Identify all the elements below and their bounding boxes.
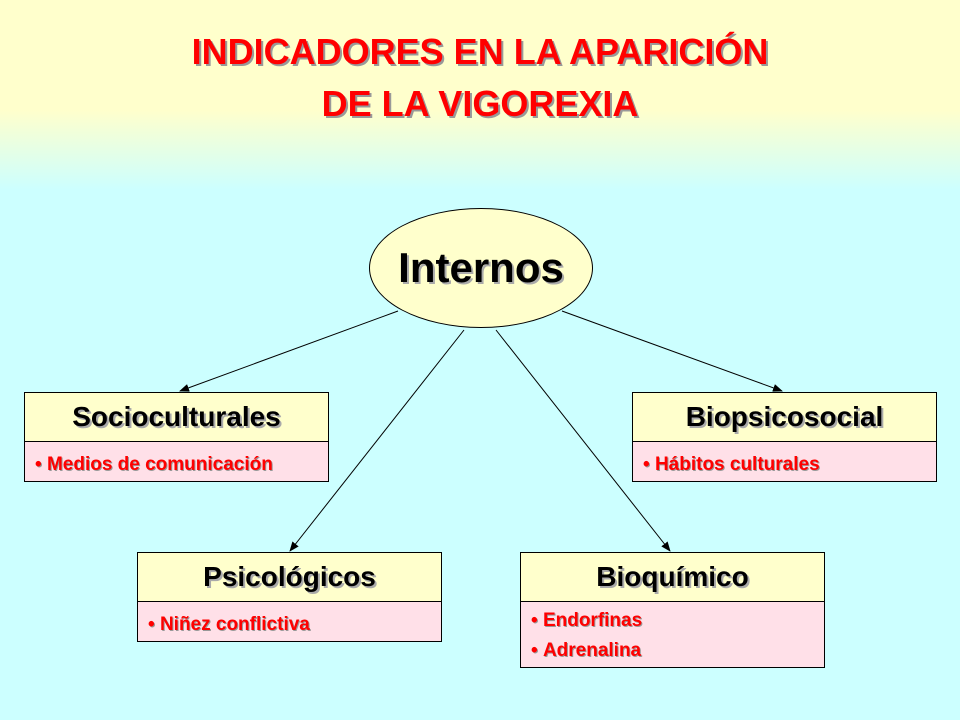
box-title-bioquimico: Bioquímico [596,561,749,592]
bullet-item: Hábitos culturales [643,450,936,480]
box-psicologicos: Psicológicos Niñez conflictiva [137,552,442,642]
box-title-psicologicos: Psicológicos [203,561,376,592]
box-header: Socioculturales [25,393,328,442]
bullet-item: Endorfinas [531,606,824,636]
bullet-item: Adrenalina [531,636,824,666]
box-header: Biopsicosocial [633,393,936,442]
arrow-to-socioculturales [179,310,399,392]
box-header: Psicológicos [138,553,441,602]
box-header: Bioquímico [521,553,824,602]
bullet-list: Endorfinas Adrenalina [521,602,824,666]
bullet-list: Niñez conflictiva [138,602,441,640]
box-socioculturales: Socioculturales Medios de comunicación [24,392,329,482]
arrow-to-bioquimico [495,329,671,552]
arrow-to-psicologicos [289,329,465,552]
box-biopsicosocial: Biopsicosocial Hábitos culturales [632,392,937,482]
center-node-label: Internos [398,244,564,291]
title-line-1: INDICADORES EN LA APARICIÓN [191,31,769,72]
box-title-biopsicosocial: Biopsicosocial [685,401,884,432]
arrow-to-biopsicosocial [561,310,783,392]
box-bioquimico: Bioquímico Endorfinas Adrenalina [520,552,825,668]
bullet-item: Niñez conflictiva [148,610,441,640]
bullet-list: Hábitos culturales [633,442,936,480]
center-node-internos: Internos [369,208,593,328]
bullet-item: Medios de comunicación [35,450,328,480]
bullet-list: Medios de comunicación [25,442,328,480]
box-title-socioculturales: Socioculturales [72,401,281,432]
title-line-2: DE LA VIGOREXIA [321,83,639,124]
